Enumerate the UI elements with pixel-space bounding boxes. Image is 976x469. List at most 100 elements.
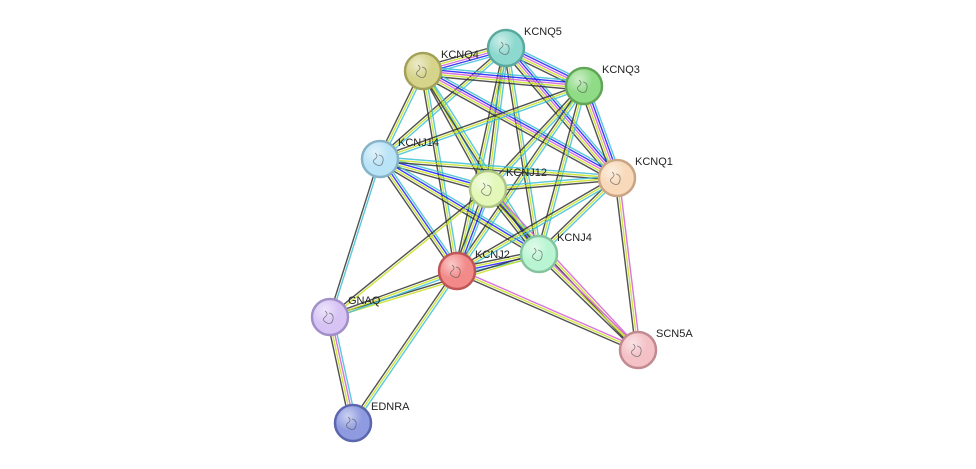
edge-evidence-line: [328, 187, 488, 317]
edges-layer: [326, 43, 641, 425]
edge-kcnj2-ednra[interactable]: [350, 269, 460, 425]
protein-structure-icon: [323, 310, 334, 324]
edge-evidence-line: [455, 272, 638, 353]
node-highlight: [600, 161, 634, 195]
edge-evidence-line: [380, 156, 618, 177]
edge-evidence-line: [330, 189, 490, 319]
edge-evidence-line: [378, 159, 457, 273]
protein-structure-icon: [373, 152, 384, 166]
protein-structure-icon: [631, 343, 642, 357]
node-kcnq1[interactable]: KCNQ1: [597, 156, 673, 198]
node-label: KCNJ14: [398, 137, 439, 149]
node-kcnq4[interactable]: KCNQ4: [403, 49, 479, 91]
edge-evidence-line: [424, 66, 620, 175]
node-kcnj4[interactable]: KCNJ4: [519, 232, 592, 274]
node-kcnq5[interactable]: KCNQ5: [486, 26, 562, 68]
edge-evidence-line: [489, 187, 641, 349]
node-gnaq[interactable]: GNAQ: [310, 295, 381, 337]
edge-evidence-line: [536, 85, 583, 254]
edge-kcnj12-gnaq[interactable]: [328, 187, 490, 319]
edge-evidence-line: [458, 86, 587, 273]
edge-evidence-line: [618, 177, 641, 350]
node-scn5a[interactable]: SCN5A: [618, 328, 693, 370]
edge-evidence-line: [614, 178, 637, 351]
edge-evidence-line: [487, 175, 617, 188]
edge-evidence-line: [456, 85, 585, 272]
edge-evidence-line: [456, 270, 639, 351]
edge-evidence-line: [538, 85, 585, 255]
edge-evidence-line: [538, 253, 639, 351]
protein-structure-icon: [610, 171, 621, 185]
node-label: KCNJ2: [475, 249, 510, 261]
edge-evidence-line: [456, 177, 618, 272]
node-highlight: [471, 172, 505, 206]
node-kcnj12[interactable]: KCNJ12: [468, 167, 547, 209]
edge-kcnq1-kcnj2[interactable]: [455, 175, 619, 274]
edge-kcnj14-kcnj2[interactable]: [376, 156, 461, 274]
node-label: KCNQ5: [524, 26, 562, 38]
edge-evidence-line: [423, 68, 619, 177]
edge-kcnq4-kcnq3[interactable]: [422, 65, 585, 92]
edge-kcnq3-kcnj14[interactable]: [379, 83, 585, 162]
edge-evidence-line: [329, 268, 457, 316]
node-label: KCNQ1: [635, 156, 673, 168]
edge-kcnq1-scn5a[interactable]: [614, 177, 641, 351]
node-label: KCNJ4: [557, 232, 592, 244]
edge-evidence-line: [457, 268, 640, 349]
edge-evidence-line: [421, 72, 617, 181]
edge-evidence-line: [330, 272, 458, 320]
edge-kcnj14-gnaq[interactable]: [328, 158, 382, 318]
edge-kcnj14-kcnq1[interactable]: [379, 156, 618, 181]
edge-evidence-line: [379, 158, 618, 179]
edge-evidence-line: [329, 270, 458, 318]
edge-evidence-line: [457, 179, 619, 274]
edge-evidence-line: [423, 68, 585, 85]
protein-structure-icon: [532, 247, 543, 261]
edge-evidence-line: [616, 177, 639, 351]
node-label: GNAQ: [348, 295, 381, 307]
edge-evidence-line: [422, 70, 618, 179]
edge-kcnj2-scn5a[interactable]: [455, 268, 640, 353]
edge-evidence-line: [540, 251, 641, 349]
edge-kcnj2-gnaq[interactable]: [329, 268, 458, 320]
node-ednra[interactable]: EDNRA: [333, 401, 410, 443]
protein-structure-icon: [577, 79, 588, 93]
node-highlight: [567, 69, 601, 103]
node-highlight: [621, 333, 655, 367]
protein-structure-icon: [499, 41, 510, 55]
protein-structure-icon: [346, 416, 357, 430]
node-kcnq3[interactable]: KCNQ3: [564, 64, 640, 106]
edge-evidence-line: [422, 72, 584, 89]
edge-evidence-line: [455, 175, 617, 270]
edge-evidence-line: [420, 74, 616, 183]
node-kcnj14[interactable]: KCNJ14: [360, 137, 439, 179]
edge-evidence-line: [376, 160, 455, 274]
edge-evidence-line: [380, 87, 585, 162]
edge-evidence-line: [536, 255, 637, 353]
node-highlight: [336, 406, 370, 440]
node-highlight: [522, 237, 556, 271]
edge-kcnq3-kcnj4[interactable]: [536, 85, 587, 255]
edge-kcnj4-scn5a[interactable]: [536, 251, 641, 353]
edge-kcnq4-kcnq1[interactable]: [420, 66, 620, 183]
edge-evidence-line: [354, 271, 460, 425]
edge-evidence-line: [377, 161, 538, 258]
node-highlight: [363, 142, 397, 176]
edge-evidence-line: [382, 156, 461, 270]
node-highlight: [489, 31, 523, 65]
edge-kcnq3-kcnj2[interactable]: [454, 84, 587, 273]
edge-evidence-line: [379, 160, 617, 181]
edge-evidence-line: [454, 84, 583, 271]
edge-kcnj4-gnaq[interactable]: [329, 252, 540, 319]
node-highlight: [440, 254, 474, 288]
edge-evidence-line: [378, 45, 506, 158]
node-label: KCNQ3: [602, 64, 640, 76]
edge-evidence-line: [487, 177, 618, 190]
edge-kcnj12-kcnq1[interactable]: [487, 175, 618, 192]
edge-evidence-line: [422, 70, 458, 272]
edge-evidence-line: [489, 87, 587, 191]
protein-structure-icon: [481, 182, 492, 196]
edge-evidence-line: [380, 157, 459, 271]
node-kcnj2[interactable]: KCNJ2: [437, 249, 510, 291]
